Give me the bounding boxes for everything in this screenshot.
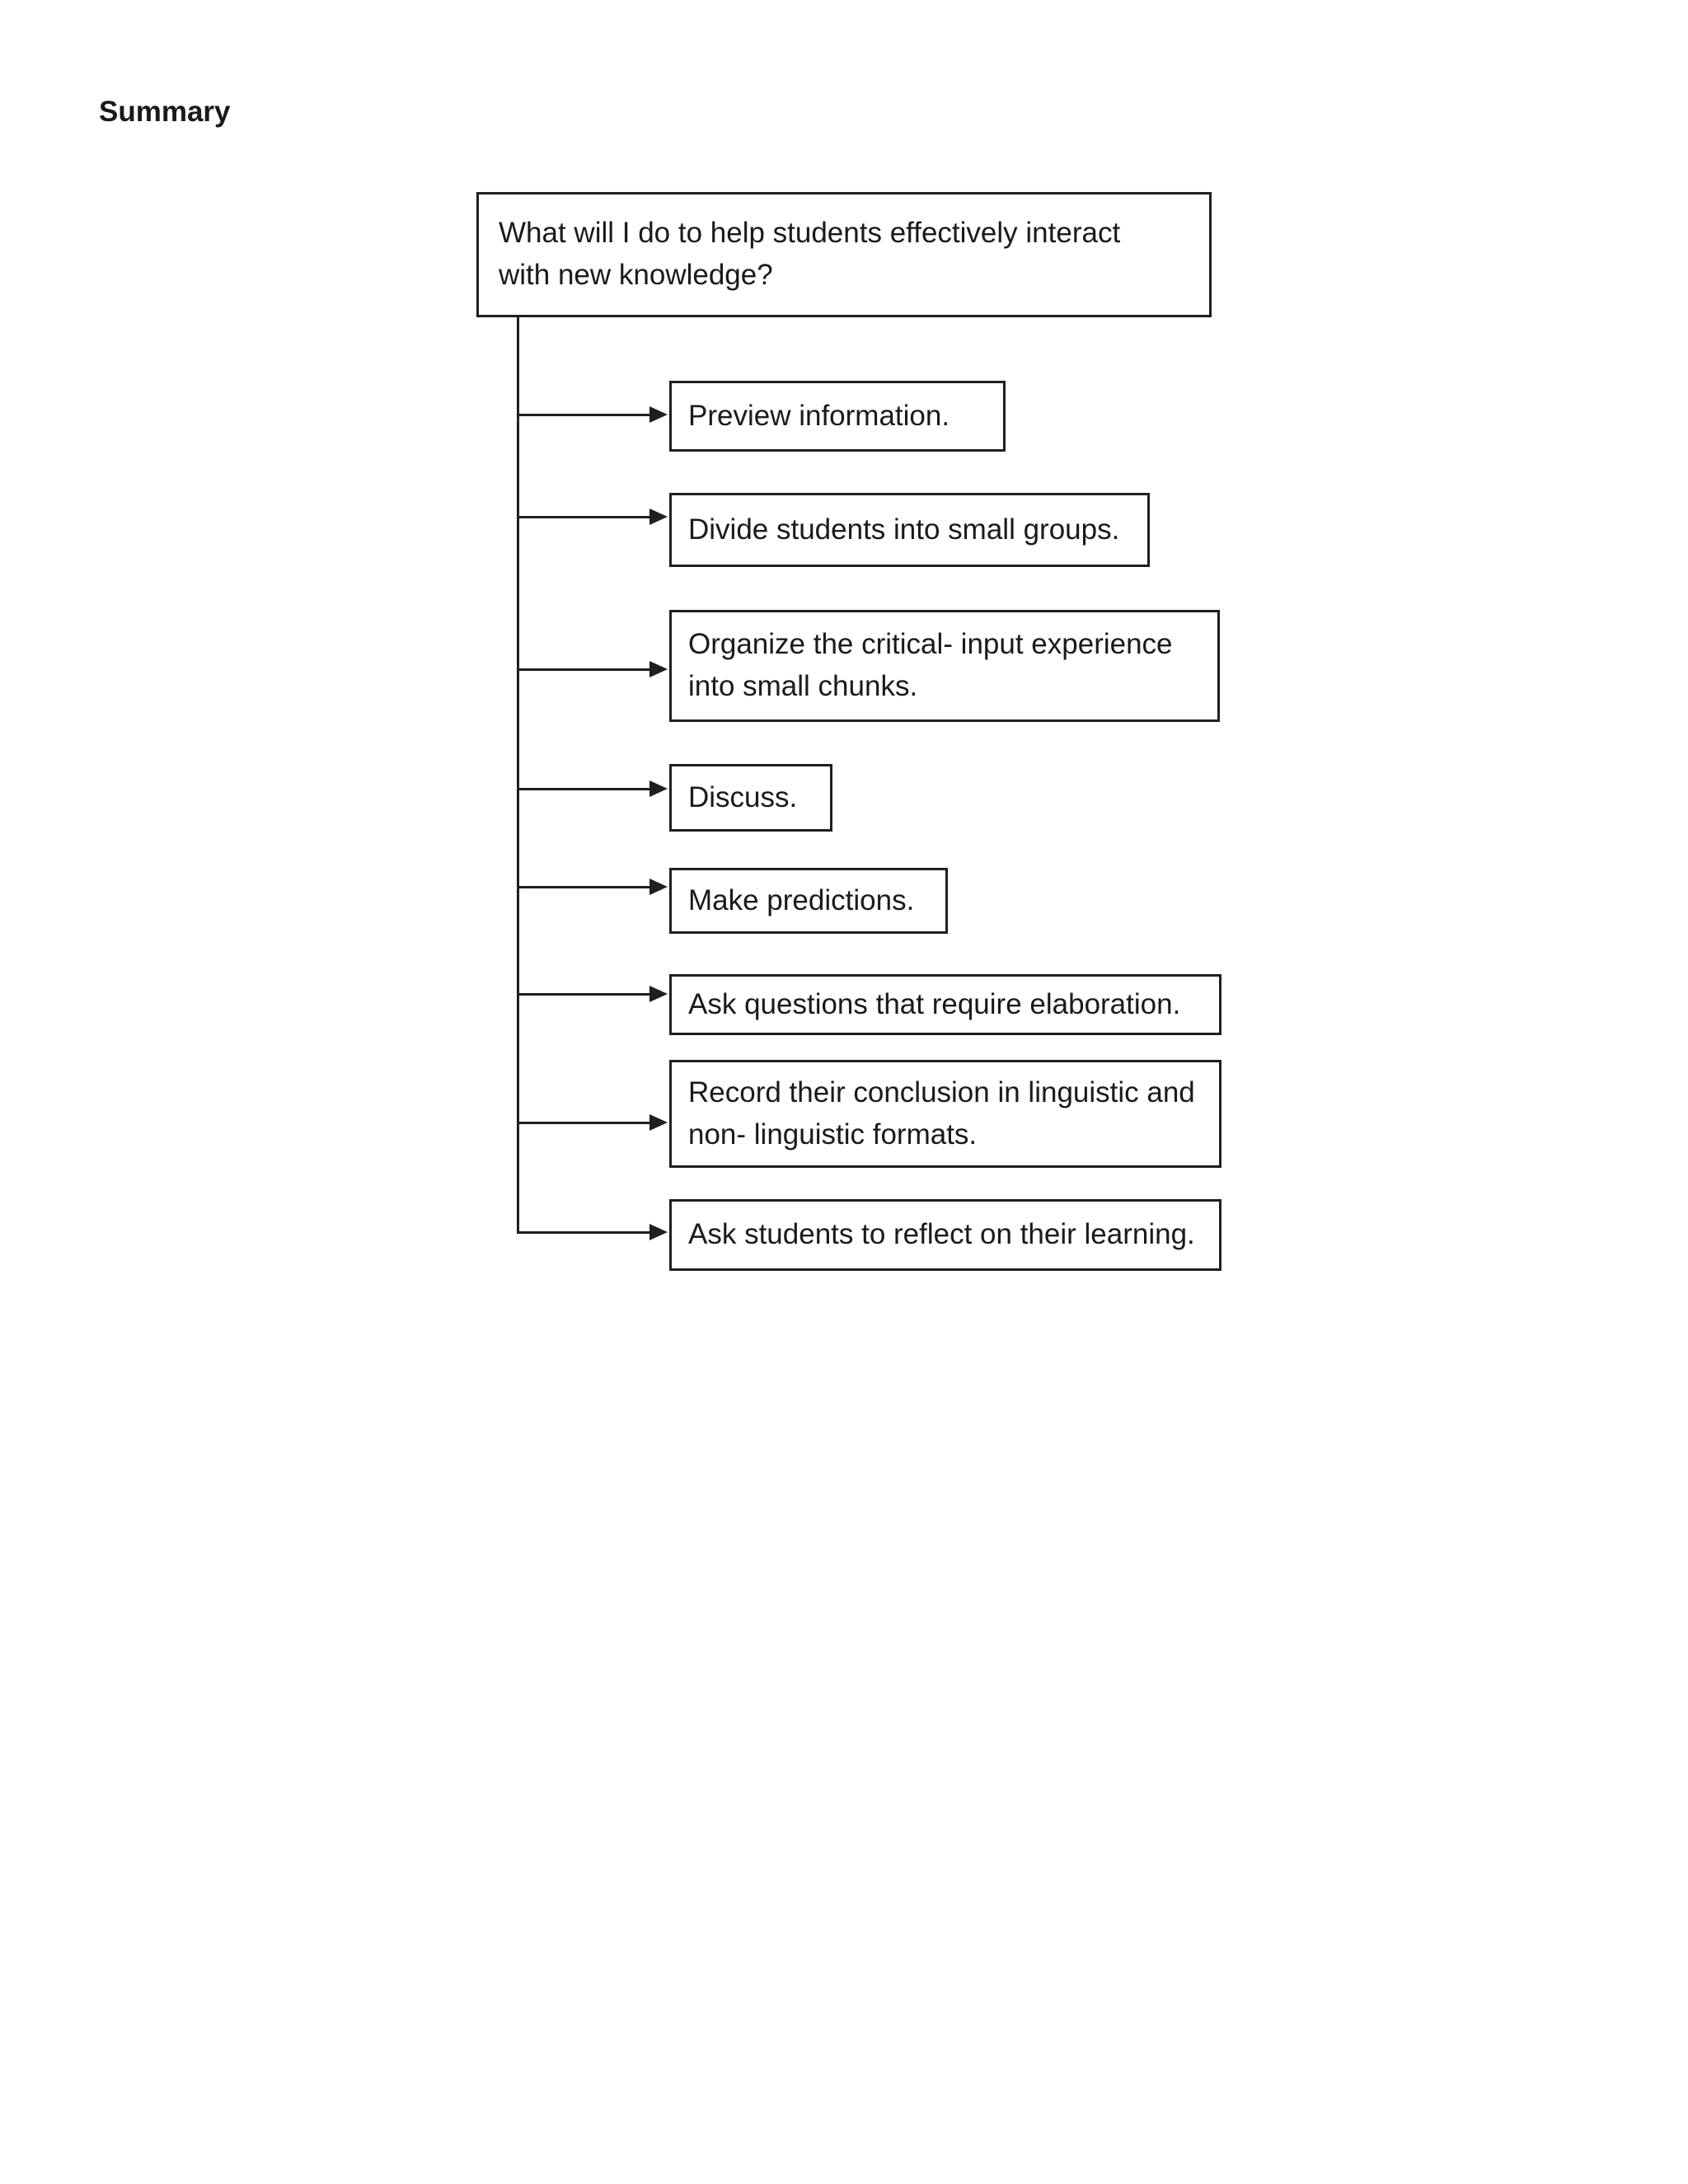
flow-node-label: Organize the critical- input experience … — [688, 628, 1173, 702]
arrowhead-icon — [649, 780, 668, 797]
flow-node-record-conclusion: Record their conclusion in linguistic an… — [669, 1060, 1221, 1168]
arrowhead-icon — [649, 406, 668, 423]
connector-line — [517, 993, 651, 996]
connector-line — [517, 886, 651, 888]
arrowhead-icon — [649, 879, 668, 895]
arrowhead-icon — [649, 1224, 668, 1240]
connector-line — [517, 516, 651, 518]
root-question-label: What will I do to help students effectiv… — [499, 217, 1121, 291]
connector-line — [517, 668, 651, 671]
summary-heading: Summary — [99, 96, 231, 128]
flow-node-make-predictions: Make predictions. — [669, 868, 948, 934]
flow-node-label: Record their conclusion in linguistic an… — [688, 1076, 1195, 1151]
flow-node-organize-critical-input: Organize the critical- input experience … — [669, 610, 1220, 722]
connector-line — [517, 414, 651, 416]
arrowhead-icon — [649, 509, 668, 525]
connector-trunk-line — [517, 316, 519, 1234]
flow-node-label: Divide students into small groups. — [688, 513, 1120, 546]
flow-node-divide-students: Divide students into small groups. — [669, 493, 1150, 567]
flow-node-preview-information: Preview information. — [669, 381, 1006, 452]
flow-node-label: Ask questions that require elaboration. — [688, 987, 1181, 1020]
flow-node-ask-students-reflect: Ask students to reflect on their learnin… — [669, 1199, 1221, 1271]
root-question-box: What will I do to help students effectiv… — [476, 192, 1212, 317]
arrowhead-icon — [649, 1114, 668, 1131]
connector-line — [517, 1122, 651, 1124]
flow-node-label: Make predictions. — [688, 883, 915, 916]
flow-node-ask-questions: Ask questions that require elaboration. — [669, 974, 1221, 1035]
arrowhead-icon — [649, 986, 668, 1002]
flow-node-label: Preview information. — [688, 399, 950, 432]
flow-node-label: Ask students to reflect on their learnin… — [688, 1218, 1195, 1251]
connector-line — [517, 788, 651, 790]
flow-node-label: Discuss. — [688, 780, 798, 813]
arrowhead-icon — [649, 661, 668, 677]
connector-line — [517, 1231, 651, 1234]
flow-node-discuss: Discuss. — [669, 764, 832, 832]
